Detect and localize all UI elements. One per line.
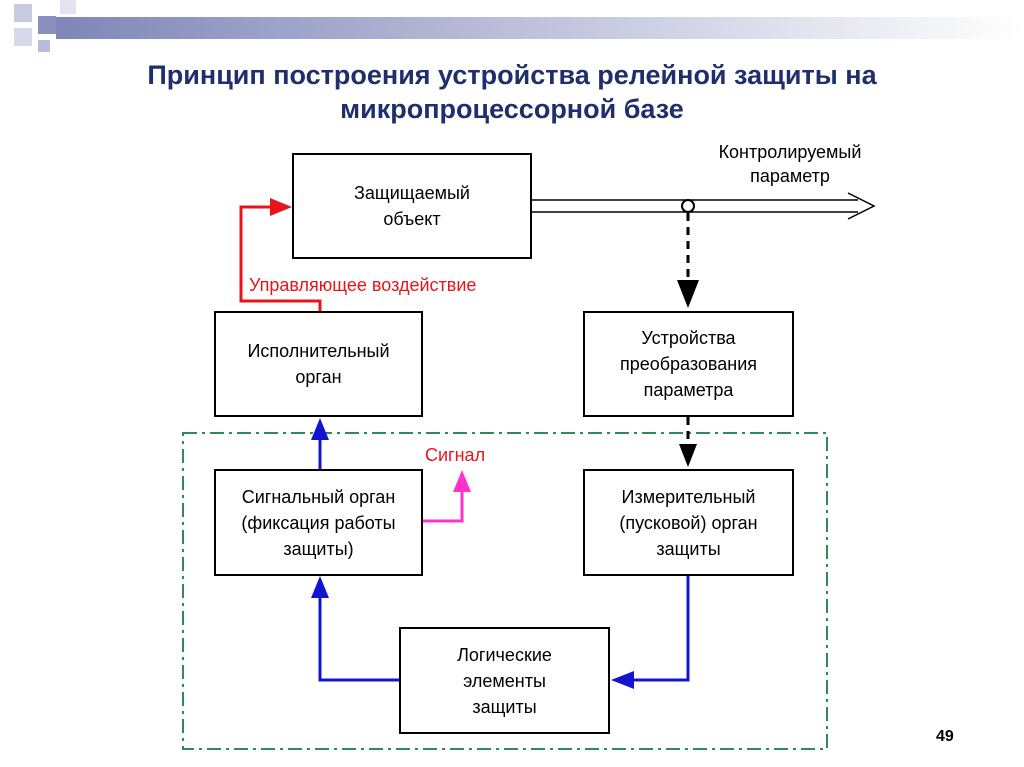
block-text-line: объект	[383, 209, 441, 229]
block-text-line: Логические	[457, 644, 552, 665]
block-text-line: защиты	[656, 538, 721, 559]
measurement-tap-point	[681, 199, 695, 213]
block-text-line: (пусковой) орган	[619, 512, 758, 533]
arrow-control-action	[239, 198, 322, 311]
header-gradient-bar	[56, 17, 1024, 39]
arrow-signal-output	[423, 470, 471, 523]
arrow-tap-to-converter	[677, 213, 699, 308]
protection-unit-boundary	[182, 432, 828, 750]
block-text-line: преобразования	[619, 354, 758, 374]
block-text-line: орган	[295, 367, 342, 387]
block-text-line: (фиксация работы	[241, 512, 396, 533]
label-line: параметр	[750, 166, 830, 186]
deco-square	[38, 40, 50, 52]
block-text-line: Исполнительный	[247, 341, 390, 361]
logic-elements-block: Логические элементы защиты	[399, 627, 610, 734]
deco-square	[60, 0, 76, 14]
protected-object-block: Защищаемый объект	[292, 153, 532, 259]
measuring-organ-block: Измерительный (пусковой) орган защиты	[583, 469, 794, 576]
control-action-label: Управляющее воздействие	[249, 275, 477, 295]
block-text-line: параметра	[643, 380, 734, 400]
deco-square	[14, 4, 32, 22]
page-title: Принцип построения устройства релейной з…	[60, 58, 964, 126]
arrow-signal-to-actuator	[311, 418, 329, 469]
signal-label: Сигнал	[425, 445, 486, 465]
label-line: Контролируемый	[718, 142, 862, 162]
parameter-converter-block: Устройства преобразования параметра	[583, 311, 794, 417]
controlled-parameter-arrow	[531, 192, 876, 220]
title-line-1: Принцип построения устройства релейной з…	[147, 60, 877, 90]
block-text-line: элементы	[463, 670, 546, 691]
arrow-converter-to-measuring	[679, 417, 697, 467]
actuator-block: Исполнительный орган	[214, 311, 423, 417]
block-text-line: Измерительный	[621, 486, 756, 507]
block-text-line: Защищаемый	[354, 183, 470, 203]
block-text-line: защиты	[472, 696, 537, 717]
block-text-line: защиты)	[283, 538, 354, 559]
arrow-measuring-to-logic	[611, 576, 690, 689]
title-line-2: микропроцессорной базе	[340, 94, 684, 124]
block-text-line: Сигнальный орган	[241, 486, 396, 507]
controlled-parameter-label: Контролируемый параметр	[690, 140, 890, 188]
arrow-logic-to-signal	[311, 576, 399, 682]
deco-square	[38, 16, 56, 34]
signal-organ-block: Сигнальный орган (фиксация работы защиты…	[214, 469, 423, 576]
block-text-line: Устройства	[641, 328, 736, 348]
deco-square	[14, 28, 32, 46]
page-number: 49	[936, 728, 954, 745]
